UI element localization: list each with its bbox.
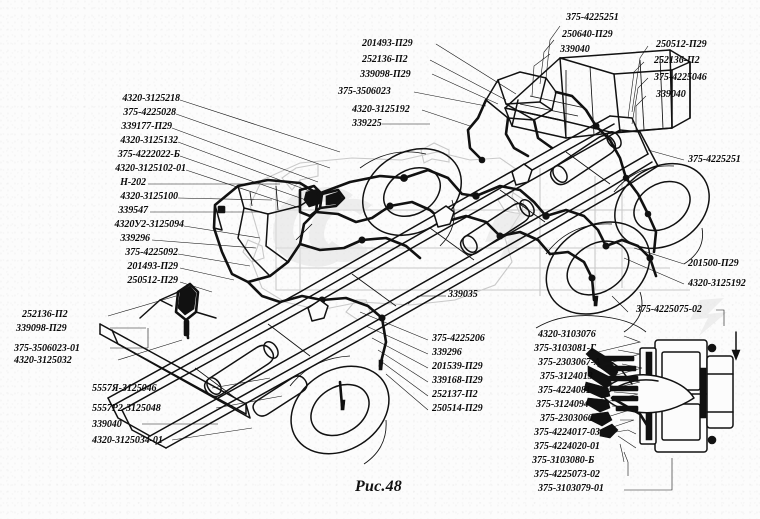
- callout-label: 201539-П29: [432, 361, 483, 372]
- callout-label: 4320-3125034-01: [92, 435, 163, 446]
- callout-label: 375-4225028: [123, 107, 176, 118]
- callout-label: 201500-П29: [688, 258, 739, 269]
- callout-label: 375-4225206: [432, 333, 485, 344]
- callout-label: 201493-П29: [362, 38, 413, 49]
- callout-label: 375-4225251: [688, 154, 741, 165]
- callout-label: 339040: [656, 89, 686, 100]
- callout-label: 252136-П2: [362, 54, 408, 65]
- callout-label: 5557Р2-3125048: [92, 403, 161, 414]
- callout-label: 4320-3125218: [122, 93, 180, 104]
- callout-label: 375-3124094: [536, 399, 589, 410]
- callout-label: 4320-3103076: [538, 329, 596, 340]
- figure-caption: Рис.48: [355, 478, 402, 495]
- callout-label: 4320У2-3125094: [114, 219, 184, 230]
- callout-label: Н-202: [120, 177, 146, 188]
- callout-label: 250514-П29: [432, 403, 483, 414]
- callout-label: 375-4224081: [538, 385, 591, 396]
- callout-label: 4320-3125192: [352, 104, 410, 115]
- callout-label: 4320-3125100: [120, 191, 178, 202]
- callout-label: 339168-П29: [432, 375, 483, 386]
- callout-label: 4320-3125102-01: [115, 163, 186, 174]
- callout-label: 375-4224017-03: [534, 427, 600, 438]
- callout-label: 375-4225092: [125, 247, 178, 258]
- callout-label: 339225: [352, 118, 382, 129]
- callout-label: 375-4225251: [566, 12, 619, 23]
- callout-label: 375-3506023-01: [14, 343, 80, 354]
- callout-label: 375-3103080-Б: [532, 455, 595, 466]
- callout-label: 339296: [432, 347, 462, 358]
- callout-label: 250512-П29: [127, 275, 178, 286]
- callout-label: 252137-П2: [432, 389, 478, 400]
- callout-label: 339035: [448, 289, 478, 300]
- callout-label: 375-2303066: [540, 413, 593, 424]
- callout-label: 252136-П2: [22, 309, 68, 320]
- callout-label: 375-4225073-02: [534, 469, 600, 480]
- callout-label: 375-3124013: [540, 371, 593, 382]
- callout-label: 375-4225046: [654, 72, 707, 83]
- callout-label: 375-4225075-02: [636, 304, 702, 315]
- callout-label: 4320-3125192: [688, 278, 746, 289]
- callout-label: 339547: [118, 205, 148, 216]
- callout-label: 339177-П29: [121, 121, 172, 132]
- callout-label: 375-2303067-А: [538, 357, 601, 368]
- callout-label: 339040: [92, 419, 122, 430]
- callout-label: 4320-3125032: [14, 355, 72, 366]
- callout-label: 4320-3125132: [120, 135, 178, 146]
- callout-label: 375-3103081-Г: [534, 343, 596, 354]
- callout-label: 339098-П29: [360, 69, 411, 80]
- callout-label: 252136-П2: [654, 55, 700, 66]
- callout-label: 250512-П29: [656, 39, 707, 50]
- callout-label: 375-4224020-01: [534, 441, 600, 452]
- callout-label: 5557Я-3125046: [92, 383, 157, 394]
- callout-label: 375-3506023: [338, 86, 391, 97]
- callout-label: 375-4222022-Б: [117, 149, 180, 160]
- callout-label: 375-3103079-01: [538, 483, 604, 494]
- callout-label: 250640-П29: [562, 29, 613, 40]
- callout-label: 339296: [120, 233, 150, 244]
- callout-label: 339040: [560, 44, 590, 55]
- callout-label: 201493-П29: [127, 261, 178, 272]
- callout-label: 339098-П29: [16, 323, 67, 334]
